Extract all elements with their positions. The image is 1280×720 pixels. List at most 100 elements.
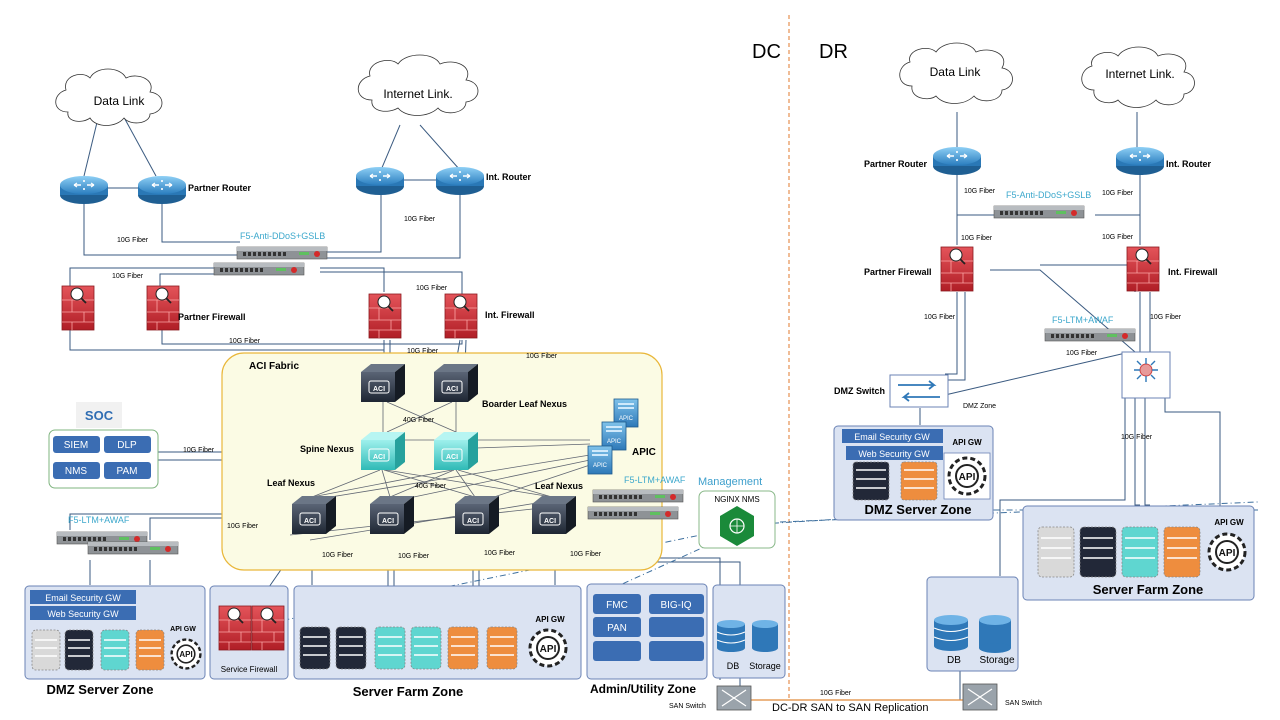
dr-link-speed-2: 10G Fiber: [1102, 190, 1134, 197]
dr-storage-icon: [979, 615, 1011, 653]
soc-siem: SIEM: [53, 436, 100, 453]
dc-san-switch: [716, 685, 752, 711]
link-speed-13: 10G Fiber: [398, 553, 430, 560]
svg-text:NMS: NMS: [65, 466, 88, 477]
dr-email-gw: Email Security GW: [842, 429, 943, 443]
dc-f5-ddos-label: F5-Anti-DDoS+GSLB: [240, 231, 325, 241]
dr-farm-api-icon: [1207, 532, 1247, 572]
svg-text:Email Security GW: Email Security GW: [45, 593, 121, 603]
dc-int-firewall-2: [444, 293, 478, 339]
dr-dmz-zone-label: DMZ Server Zone: [865, 502, 972, 517]
san-replication-label: DC-DR SAN to SAN Replication: [772, 702, 929, 714]
dc-web-gw: Web Security GW: [30, 606, 136, 620]
link-speed-7: 10G Fiber: [526, 353, 558, 360]
dc-int-firewall-1: [368, 293, 402, 339]
dr-int-router: [1115, 146, 1165, 176]
nginx-icon: [720, 506, 754, 546]
boarder-leaf-nexus-2: [433, 363, 479, 403]
dr-internet-link-label: Internet Link.: [1105, 67, 1174, 81]
dc-dmz-api-icon: [170, 638, 202, 670]
dc-site-label: DC: [752, 41, 781, 63]
service-firewall-label: Service Firewall: [221, 665, 278, 674]
dc-f5-ltm-right-1: [592, 489, 684, 503]
dr-int-firewall-label: Int. Firewall: [1168, 267, 1218, 277]
dc-db-icon: [716, 620, 746, 652]
dc-farm-api-gw-label: API GW: [535, 615, 565, 624]
leaf-nexus-4: [531, 495, 577, 535]
svg-text:Web Security GW: Web Security GW: [858, 449, 930, 459]
dr-f5-ltm-label: F5-LTM+AWAF: [1052, 315, 1114, 325]
link-speed-3: 10G Fiber: [112, 273, 144, 280]
aci-fabric-label: ACI Fabric: [249, 361, 299, 372]
dr-f5-ltm-appliance: [1044, 328, 1136, 342]
san-link-speed: 10G Fiber: [820, 690, 852, 697]
dc-int-router-label: Int. Router: [486, 172, 531, 182]
dc-server-farm-label: Server Farm Zone: [353, 684, 464, 699]
dr-data-link-cloud: Data Link: [899, 42, 1013, 104]
dr-dmz-servers: [852, 461, 938, 501]
leaf-nexus-label-left: Leaf Nexus: [267, 478, 315, 488]
dc-partner-router-2: [137, 175, 187, 205]
svg-text:Email Security GW: Email Security GW: [854, 432, 930, 442]
dr-partner-firewall: [940, 246, 974, 292]
dr-server-farm-label: Server Farm Zone: [1093, 582, 1204, 597]
dc-f5-ltm-label-left: F5-LTM+AWAF: [68, 515, 130, 525]
dc-f5-ltm-right-2: [587, 506, 679, 520]
link-speed-5: 10G Fiber: [229, 338, 261, 345]
dr-san-switch-label: SAN Switch: [1005, 700, 1042, 707]
leaf-nexus-3: [454, 495, 500, 535]
soc-pam: PAM: [104, 462, 151, 479]
admin-fmc: FMC: [593, 594, 641, 614]
leaf-nexus-label-right: Leaf Nexus: [535, 481, 583, 491]
dr-link-speed-5: 10G Fiber: [924, 314, 956, 321]
dr-link-speed-4: 10G Fiber: [1102, 234, 1134, 241]
dr-dmz-switch-label: DMZ Switch: [834, 386, 885, 396]
svg-text:Web Security GW: Web Security GW: [47, 609, 119, 619]
dr-f5-ddos-label: F5-Anti-DDoS+GSLB: [1006, 190, 1091, 200]
soc-title-box: [76, 402, 122, 428]
fabric-links: [289, 401, 591, 541]
dr-dmz-zone-text: DMZ Zone: [963, 403, 996, 410]
dc-data-link-label: Data Link: [94, 94, 146, 108]
link-speed-6: 10G Fiber: [407, 348, 439, 355]
dr-partner-router-label: Partner Router: [864, 159, 928, 169]
link-speed-9: 40G Fiber: [415, 483, 447, 490]
dc-storage-icon: [752, 620, 778, 652]
dc-f5-ddos-appliance-2: [213, 262, 305, 276]
dc-int-router-1: [355, 166, 405, 196]
dc-dmz-zone-label: DMZ Server Zone: [47, 682, 154, 697]
dr-internet-link-cloud: Internet Link.: [1081, 46, 1195, 108]
link-speed-14: 10G Fiber: [484, 550, 516, 557]
nginx-label: NGINX NMS: [714, 495, 759, 504]
dc-db-label: DB: [727, 661, 740, 671]
dc-partner-router-1: [59, 175, 109, 205]
dr-dmz-api-gw-label: API GW: [952, 438, 982, 447]
dr-partner-router: [932, 146, 982, 176]
dc-partner-firewall-2: [146, 285, 180, 331]
svg-text:SIEM: SIEM: [64, 440, 88, 451]
dr-data-link-label: Data Link: [930, 65, 982, 79]
dc-internet-link-cloud: Internet Link.: [357, 54, 479, 116]
spine-nexus-label: Spine Nexus: [300, 444, 354, 454]
link-speed-15: 10G Fiber: [570, 551, 602, 558]
svg-text:FMC: FMC: [606, 600, 628, 611]
apic-label: APIC: [632, 447, 656, 458]
dc-farm-api-icon: [528, 628, 568, 668]
dc-partner-router-label: Partner Router: [188, 183, 252, 193]
link-speed-8: 40G Fiber: [403, 417, 435, 424]
admin-slot-4: [649, 617, 704, 637]
dc-storage-zone: [712, 584, 786, 679]
svg-text:PAN: PAN: [607, 623, 627, 634]
dr-farm-api-gw-label: API GW: [1214, 518, 1244, 527]
dr-int-firewall: [1126, 246, 1160, 292]
dr-links: [919, 112, 1221, 700]
dr-san-switch: [962, 683, 998, 711]
dr-link-speed-8: 10G Fiber: [1121, 434, 1153, 441]
admin-zone-label: Admin/Utility Zone: [590, 682, 696, 696]
link-speed-12: 10G Fiber: [322, 552, 354, 559]
dc-internet-link-label: Internet Link.: [383, 87, 452, 101]
dr-f5-ddos-appliance: [993, 205, 1085, 219]
service-firewall-2: [251, 605, 285, 651]
dr-db-icon: [933, 615, 969, 651]
dc-email-gw: Email Security GW: [30, 590, 136, 604]
